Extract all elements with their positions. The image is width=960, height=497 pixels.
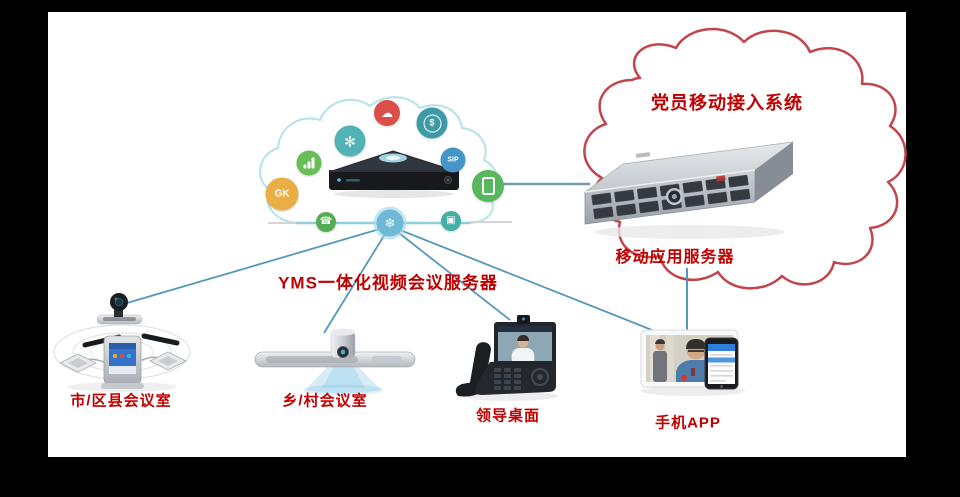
- video-phone-illustration: [455, 315, 558, 401]
- sip-icon-label: SIP: [447, 156, 459, 164]
- mobile-device-glyph: [481, 177, 495, 195]
- link-hub-leader-desktop: [389, 225, 511, 321]
- endpoint-label-city-district: 市/区县会议室: [70, 392, 172, 410]
- cloud-record-icon-glyph: ☁: [381, 106, 393, 120]
- analytics-bars: [303, 157, 315, 169]
- party-cloud-title: 党员移动接入系统: [651, 93, 803, 113]
- phone-icon-glyph: ☎: [319, 216, 333, 227]
- gk-icon: GK: [265, 177, 299, 211]
- hub-icon: ❄: [376, 209, 404, 237]
- cloud-record-icon: ☁: [374, 100, 400, 126]
- link-hub-city-room: [126, 225, 391, 304]
- rack-server-illustration: [583, 141, 795, 239]
- endpoint-label-mobile-app: 手机APP: [655, 414, 721, 432]
- connection-lines: [126, 182, 688, 334]
- billing-icon: $: [416, 107, 448, 139]
- link-hub-mobile-app: [389, 225, 653, 331]
- analytics-icon: [296, 150, 322, 176]
- yms-appliance-illustration: [328, 150, 460, 198]
- endpoint-label-leader-desktop: 领导桌面: [475, 407, 541, 425]
- endpoint-label-village: 乡/村会议室: [282, 392, 368, 410]
- link-hub-village-room: [323, 225, 391, 334]
- sip-icon: SIP: [440, 147, 466, 173]
- yms-server-label: YMS一体化视频会议服务器: [278, 273, 498, 293]
- billing-icon-glyph: $: [423, 114, 441, 132]
- display-icon: ▣: [441, 211, 461, 231]
- tablet-phone-illustration: [640, 329, 745, 396]
- settings-icon: ✻: [334, 125, 366, 157]
- settings-icon-glyph: ✻: [344, 133, 356, 149]
- mobile-app-server-label: 移动应用服务器: [615, 249, 735, 266]
- hub-icon-glyph: ❄: [384, 215, 396, 231]
- display-icon-glyph: ▣: [446, 215, 456, 226]
- video-bar-illustration: [254, 328, 416, 396]
- phone-icon: ☎: [316, 212, 336, 232]
- gk-icon-label: GK: [274, 188, 290, 199]
- mobile-device-icon: [472, 170, 504, 202]
- conference-endpoint-illustration: [53, 293, 191, 392]
